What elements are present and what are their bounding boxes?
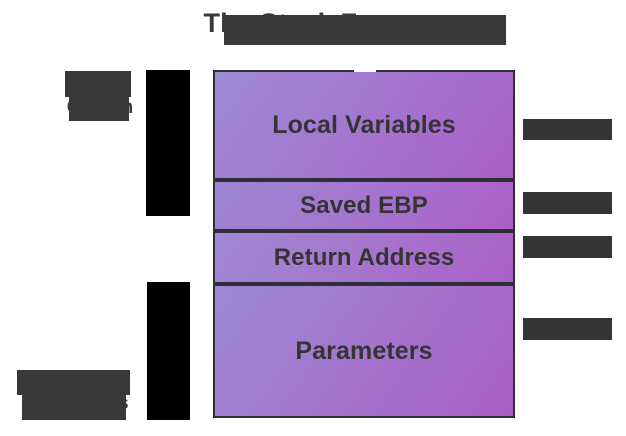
stack-cell-saved-ebp: Saved EBP [213,180,515,231]
stack-growth-redaction-bar-2 [69,97,129,121]
stack-cell-return-address: Return Address [213,231,515,284]
higher-addresses-redaction-bar-2 [22,394,126,420]
annotation-local-variables-redaction-bar [523,119,612,140]
annotation-return-address-redaction-bar [523,236,612,258]
higher-addresses-redaction-bar-1 [17,370,130,395]
stack-frame-diagram: Local Variables Saved EBP Return Address… [213,69,515,418]
occlusion-bar-upper [146,70,190,216]
frame-top-notch [354,69,376,72]
annotation-saved-ebp-redaction-bar [523,192,612,214]
title-redaction-bar [224,15,506,45]
stack-growth-redaction-bar-1 [65,71,131,97]
occlusion-bar-lower [147,282,190,420]
stack-cell-parameters: Parameters [213,284,515,418]
stack-cell-local-variables: Local Variables [213,70,515,180]
annotation-parameters-redaction-bar [523,318,612,340]
